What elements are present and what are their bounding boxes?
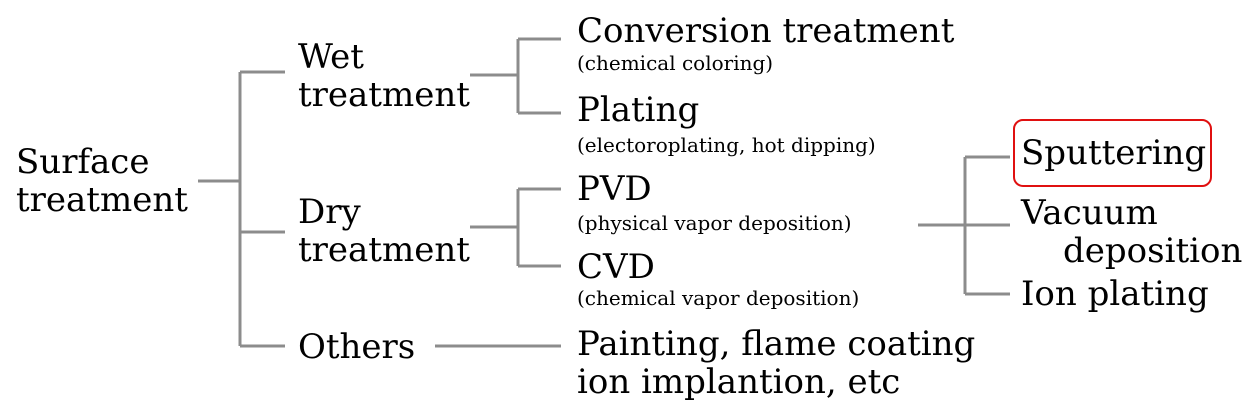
others-detail-line2: ion implantion, etc: [577, 362, 901, 402]
method-plating-note: (electoroplating, hot dipping): [577, 133, 876, 157]
pvd-type-vacuum-line2: deposition: [1063, 231, 1243, 271]
method-conversion-note: (chemical coloring): [577, 51, 774, 75]
highlight-box-sputtering: [1013, 119, 1212, 187]
category-dry-line2: treatment: [298, 230, 470, 270]
category-wet-line2: treatment: [298, 75, 470, 115]
category-dry-line1: Dry: [298, 192, 361, 232]
category-dry: Dry treatment: [298, 193, 470, 269]
method-pvd-note: (physical vapor deposition): [577, 211, 852, 235]
category-others: Others: [298, 327, 416, 367]
category-wet: Wet treatment: [298, 38, 470, 114]
method-others-detail: Painting, flame coating ion implantion, …: [577, 325, 975, 401]
method-cvd-note: (chemical vapor deposition): [577, 286, 860, 310]
pvd-type-ion-plating: Ion plating: [1021, 274, 1209, 314]
category-wet-line1: Wet: [298, 37, 364, 77]
method-plating-label: Plating: [577, 90, 700, 130]
root-label-line1: Surface: [16, 142, 150, 182]
root-node: Surface treatment: [16, 143, 188, 219]
others-detail-line1: Painting, flame coating: [577, 324, 976, 364]
root-label-line2: treatment: [16, 180, 188, 220]
pvd-type-sputtering: Sputtering: [1021, 133, 1207, 173]
pvd-type-vacuum-line1: Vacuum: [1021, 193, 1158, 233]
method-pvd-label: PVD: [577, 169, 652, 209]
method-conversion-label: Conversion treatment: [577, 11, 955, 51]
method-cvd-label: CVD: [577, 247, 655, 287]
pvd-type-vacuum: Vacuum deposition: [1021, 194, 1242, 270]
